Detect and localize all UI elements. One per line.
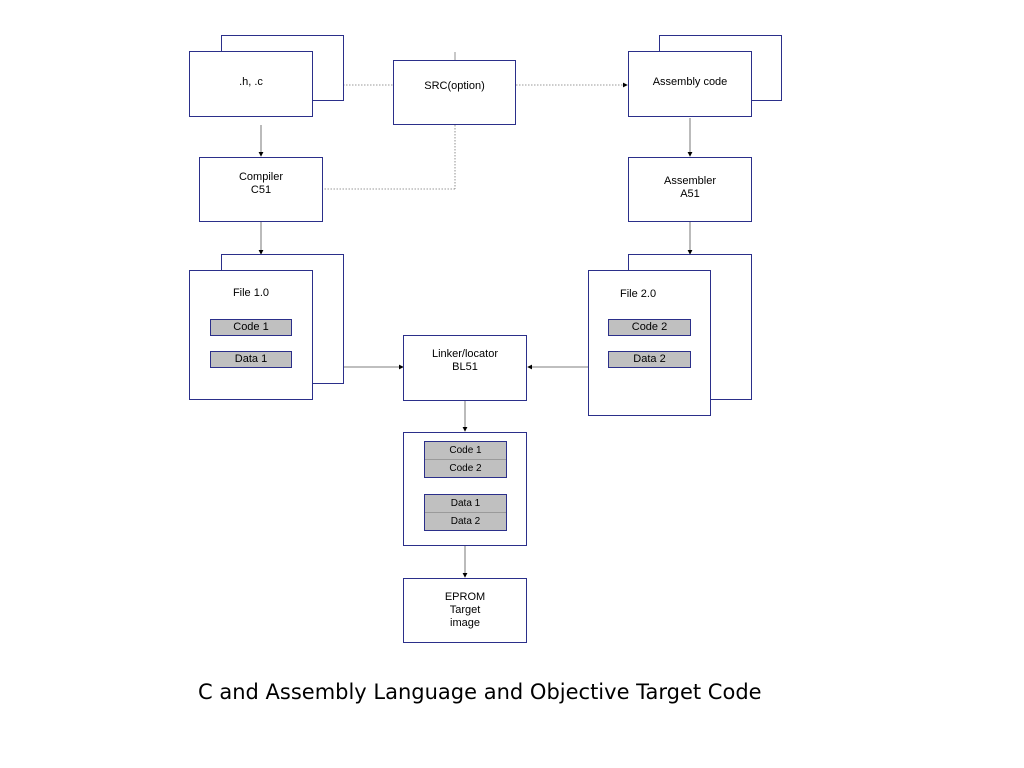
output-code1: Code 1 bbox=[449, 445, 482, 456]
src-option-box: SRC(option) bbox=[393, 60, 516, 125]
assembly-code-box: Assembly code bbox=[628, 51, 752, 117]
file1-code: Code 1 bbox=[210, 319, 292, 336]
linker-label: Linker/locator bbox=[431, 348, 499, 360]
source-box: .h, .c bbox=[189, 51, 313, 117]
file1-data: Data 1 bbox=[210, 351, 292, 368]
diagram-caption: C and Assembly Language and Objective Ta… bbox=[198, 680, 762, 704]
eprom-box: EPROM Target image bbox=[403, 578, 527, 643]
output-data1: Data 1 bbox=[450, 498, 481, 509]
eprom-label-1: EPROM bbox=[444, 591, 486, 603]
linker-box: Linker/locator BL51 bbox=[403, 335, 527, 401]
assembler-sublabel: A51 bbox=[680, 188, 700, 200]
eprom-label-2: Target bbox=[449, 604, 481, 616]
file1-box: File 1.0 Code 1 Data 1 bbox=[189, 270, 313, 400]
assembler-label: Assembler bbox=[664, 175, 716, 187]
file1-title: File 1.0 bbox=[232, 287, 270, 299]
file2-box: File 2.0 Code 2 Data 2 bbox=[588, 270, 711, 416]
src-option-label: SRC(option) bbox=[424, 80, 485, 92]
output-box: Code 1 Code 2 Data 1 Data 2 bbox=[403, 432, 527, 546]
compiler-label: Compiler bbox=[238, 171, 283, 183]
assembler-box: Assembler A51 bbox=[628, 157, 752, 222]
output-data2: Data 2 bbox=[425, 512, 506, 529]
compiler-box: Compiler C51 bbox=[199, 157, 323, 222]
eprom-label-3: image bbox=[450, 617, 480, 629]
output-code2: Code 2 bbox=[425, 459, 506, 476]
file2-title: File 2.0 bbox=[620, 288, 657, 300]
output-data-group: Data 1 Data 2 bbox=[424, 494, 507, 531]
linker-sublabel: BL51 bbox=[452, 361, 478, 373]
source-label: .h, .c bbox=[239, 76, 263, 88]
assembly-code-label: Assembly code bbox=[652, 76, 728, 88]
compiler-sublabel: C51 bbox=[250, 184, 272, 196]
file2-data: Data 2 bbox=[608, 351, 691, 368]
file2-code: Code 2 bbox=[608, 319, 691, 336]
output-code-group: Code 1 Code 2 bbox=[424, 441, 507, 478]
